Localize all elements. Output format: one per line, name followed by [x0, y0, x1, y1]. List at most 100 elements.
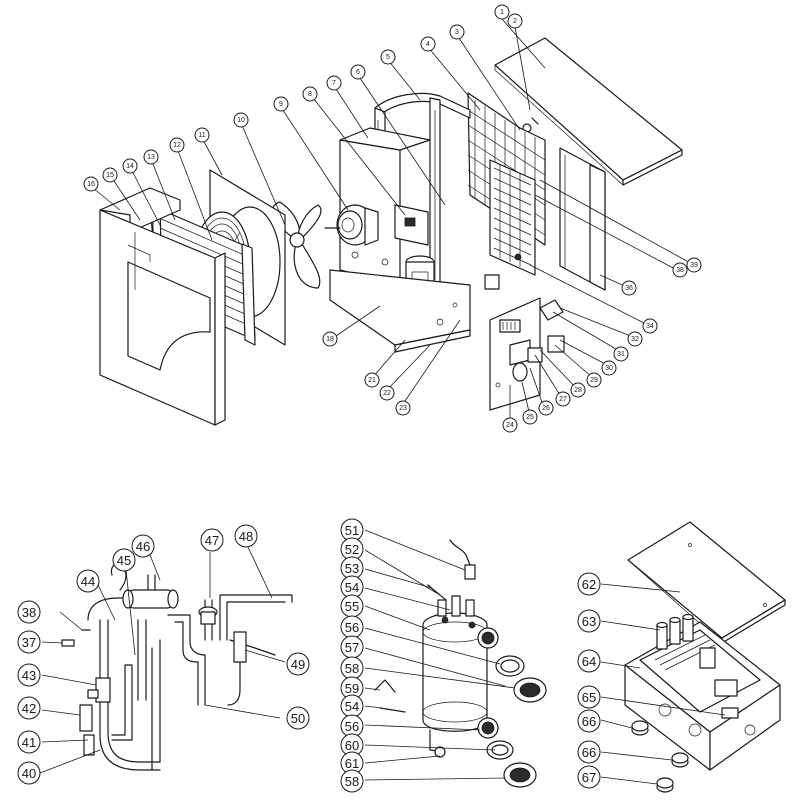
callout-number: 39	[690, 262, 698, 269]
callout-number: 36	[625, 285, 633, 292]
callout-number: 38	[676, 267, 684, 274]
callout-number: 53	[345, 561, 359, 576]
callout-13: 13	[143, 149, 159, 165]
callout-bubbles: 1234567891011121314151618212223242526272…	[17, 4, 702, 793]
callout-38: 38	[672, 262, 688, 278]
callout-circle	[286, 652, 310, 676]
callout-number: 21	[368, 377, 376, 384]
callout-14: 14	[122, 158, 138, 174]
callout-circle	[577, 685, 601, 709]
callout-52: 52	[340, 537, 364, 561]
callout-41: 41	[17, 730, 41, 754]
callout-57: 57	[340, 635, 364, 659]
callout-circle	[502, 417, 518, 433]
callout-number: 10	[237, 117, 245, 124]
callout-number: 8	[308, 91, 312, 98]
callout-number: 60	[345, 738, 359, 753]
callout-58: 58	[340, 656, 364, 680]
callout-number: 62	[582, 577, 596, 592]
callout-number: 58	[345, 661, 359, 676]
callout-number: 50	[291, 711, 305, 726]
callout-number: 38	[22, 605, 36, 620]
callout-62: 62	[577, 572, 601, 596]
callout-47: 47	[200, 528, 224, 552]
callout-number: 65	[582, 690, 596, 705]
callout-40: 40	[17, 761, 41, 785]
callout-23: 23	[395, 400, 411, 416]
callout-circle	[570, 382, 586, 398]
callout-21: 21	[364, 372, 380, 388]
callout-circle	[380, 49, 396, 65]
callout-39: 39	[686, 257, 702, 273]
upper-leader-lines	[87, 18, 695, 423]
callout-9: 9	[273, 96, 289, 112]
callout-number: 4	[426, 41, 430, 48]
callout-circle	[169, 137, 185, 153]
evaporator-coil	[489, 159, 536, 276]
callout-circle	[233, 112, 249, 128]
callout-circle	[322, 331, 338, 347]
callout-number: 45	[117, 553, 131, 568]
callout-8: 8	[302, 86, 318, 102]
right-side-panel	[559, 147, 606, 291]
callout-4: 4	[420, 36, 436, 52]
callout-number: 64	[582, 654, 596, 669]
callout-circle	[17, 600, 41, 624]
control-panel	[489, 297, 541, 411]
callout-circle	[621, 280, 637, 296]
callout-number: 66	[582, 714, 596, 729]
callout-number: 57	[345, 640, 359, 655]
callout-circle	[627, 331, 643, 347]
callout-61: 61	[340, 751, 364, 775]
callout-38: 38	[17, 600, 41, 624]
base-tray	[329, 269, 471, 353]
callout-56: 56	[340, 714, 364, 738]
callout-number: 54	[345, 699, 359, 714]
callout-number: 30	[605, 365, 613, 372]
callout-number: 24	[506, 422, 514, 429]
callout-12: 12	[169, 137, 185, 153]
callout-number: 56	[345, 719, 359, 734]
callout-circle	[420, 36, 436, 52]
callout-6: 6	[350, 64, 366, 80]
callout-circle	[326, 75, 342, 91]
callout-circle	[364, 372, 380, 388]
callout-circle	[200, 528, 224, 552]
callout-circle	[577, 765, 601, 789]
callout-number: 25	[526, 414, 534, 421]
callout-circle	[601, 360, 617, 376]
callout-circle	[286, 706, 310, 730]
callout-circle	[112, 548, 136, 572]
callout-36: 36	[621, 280, 637, 296]
callout-circle	[350, 64, 366, 80]
top-cover-panel	[494, 37, 683, 186]
callout-56: 56	[340, 615, 364, 639]
callout-circle	[17, 663, 41, 687]
callout-59: 59	[340, 676, 364, 700]
fan-motor	[324, 204, 379, 246]
callout-number: 42	[22, 701, 36, 716]
callout-number: 44	[81, 574, 95, 589]
callout-circle	[577, 572, 601, 596]
callout-66: 66	[577, 740, 601, 764]
callout-number: 7	[332, 80, 336, 87]
callout-number: 66	[582, 745, 596, 760]
callout-45: 45	[112, 548, 136, 572]
callout-circle	[577, 740, 601, 764]
callout-7: 7	[326, 75, 342, 91]
callout-48: 48	[234, 524, 258, 548]
callout-number: 31	[617, 351, 625, 358]
callout-number: 12	[173, 142, 181, 149]
callout-number: 37	[22, 635, 36, 650]
callout-number: 3	[455, 29, 459, 36]
callout-number: 9	[279, 101, 283, 108]
callout-number: 49	[291, 657, 305, 672]
callout-number: 14	[126, 163, 134, 170]
callout-44: 44	[76, 569, 100, 593]
callout-number: 41	[22, 735, 36, 750]
callout-22: 22	[379, 385, 395, 401]
callout-circle	[194, 127, 210, 143]
callout-circle	[143, 149, 159, 165]
callout-circle	[273, 96, 289, 112]
callout-circle	[642, 318, 658, 334]
